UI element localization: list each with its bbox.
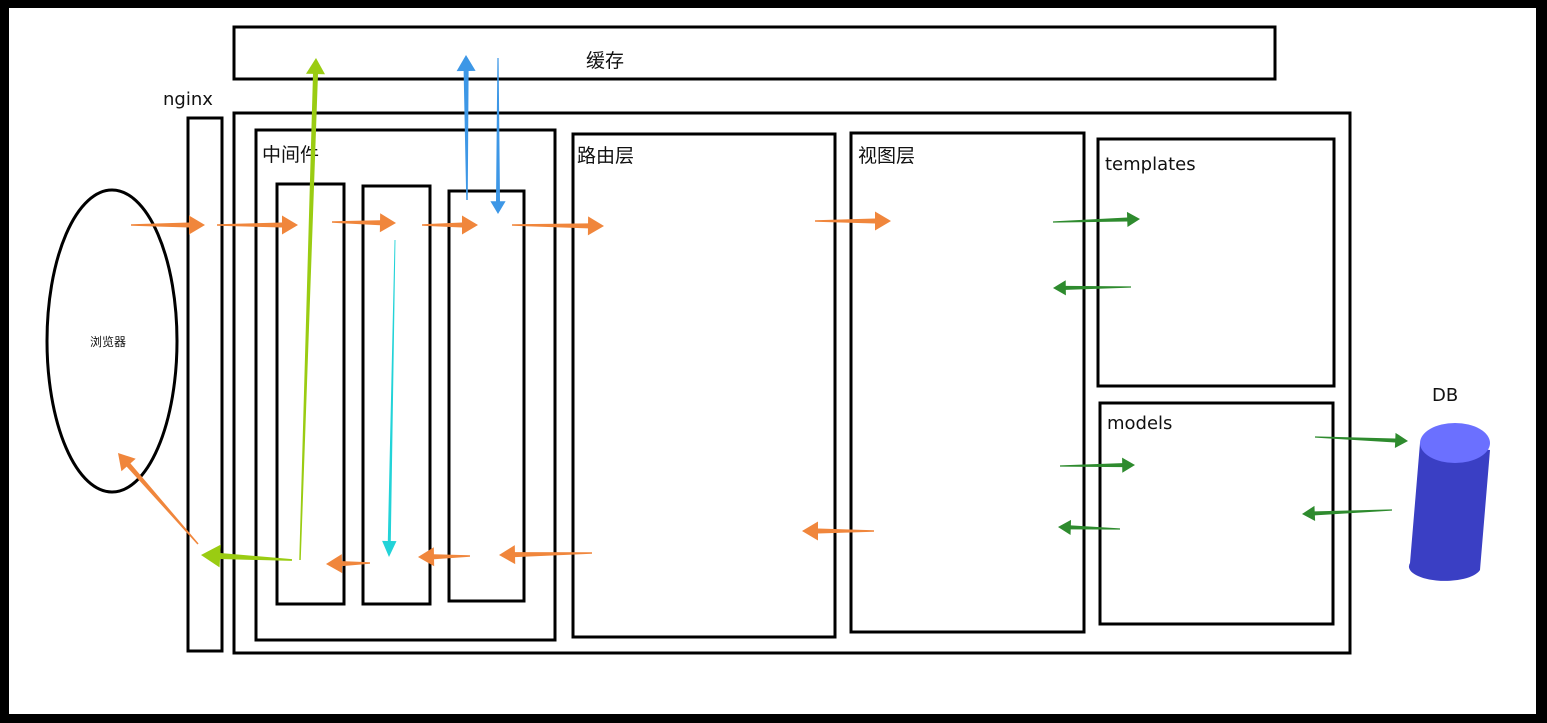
routing-layer-box bbox=[571, 132, 837, 639]
middleware-box bbox=[254, 128, 557, 642]
db-to-models-arrow bbox=[1302, 505, 1393, 522]
view-to-templates-arrow bbox=[1052, 211, 1140, 228]
cache-write-arrow bbox=[299, 58, 325, 561]
response-arrow-routing-mw3 bbox=[499, 545, 593, 565]
cache-box bbox=[232, 25, 1277, 81]
request-arrow-nginx-mw1 bbox=[217, 215, 298, 235]
models-to-view-arrow bbox=[1058, 519, 1121, 536]
app-container bbox=[232, 111, 1352, 655]
routing-layer-label: 路由层 bbox=[577, 145, 634, 167]
middleware-column-2 bbox=[361, 184, 432, 606]
flow-arrows bbox=[118, 55, 1408, 574]
response-arrow-mw1-nginx bbox=[201, 544, 293, 568]
nginx-label: nginx bbox=[163, 89, 213, 110]
request-arrow-mw1-mw2 bbox=[331, 213, 396, 233]
nginx-box bbox=[186, 116, 224, 653]
request-arrow-routing-view bbox=[815, 211, 891, 231]
response-arrow-mw2-mw1 bbox=[326, 554, 371, 574]
models-to-db-arrow bbox=[1314, 432, 1408, 449]
response-arrow-view-routing bbox=[802, 521, 874, 541]
db-cylinder-icon bbox=[1408, 423, 1490, 581]
response-arrow-nginx-browser bbox=[118, 453, 199, 545]
cache-read-up-arrow bbox=[456, 55, 476, 201]
db-label: DB bbox=[1432, 385, 1458, 406]
templates-box bbox=[1096, 137, 1336, 388]
diagram-canvas: 缓存 nginx 浏览器 中间件 路由层 视图层 templates bbox=[9, 8, 1536, 714]
architecture-diagram: 缓存 nginx 浏览器 中间件 路由层 视图层 templates bbox=[45, 25, 1490, 655]
models-label: models bbox=[1107, 413, 1172, 434]
view-layer-label: 视图层 bbox=[858, 145, 915, 167]
request-arrow-browser-nginx bbox=[131, 215, 205, 235]
response-arrow-mw3-mw2 bbox=[418, 547, 471, 567]
browser-label: 浏览器 bbox=[90, 334, 126, 349]
cache-hit-down-arrow bbox=[382, 239, 397, 557]
view-to-models-arrow bbox=[1059, 457, 1135, 473]
middleware-column-3 bbox=[447, 189, 526, 603]
models-box bbox=[1098, 401, 1335, 626]
cache-label: 缓存 bbox=[586, 50, 624, 72]
cache-read-down-arrow bbox=[490, 58, 506, 214]
templates-label: templates bbox=[1105, 154, 1196, 175]
view-layer-box bbox=[849, 131, 1086, 634]
request-arrow-mw2-mw3 bbox=[422, 215, 478, 235]
browser-ellipse bbox=[45, 188, 179, 494]
request-arrow-mw3-routing bbox=[511, 216, 604, 236]
templates-to-view-arrow bbox=[1053, 280, 1132, 296]
middleware-label: 中间件 bbox=[262, 144, 319, 166]
